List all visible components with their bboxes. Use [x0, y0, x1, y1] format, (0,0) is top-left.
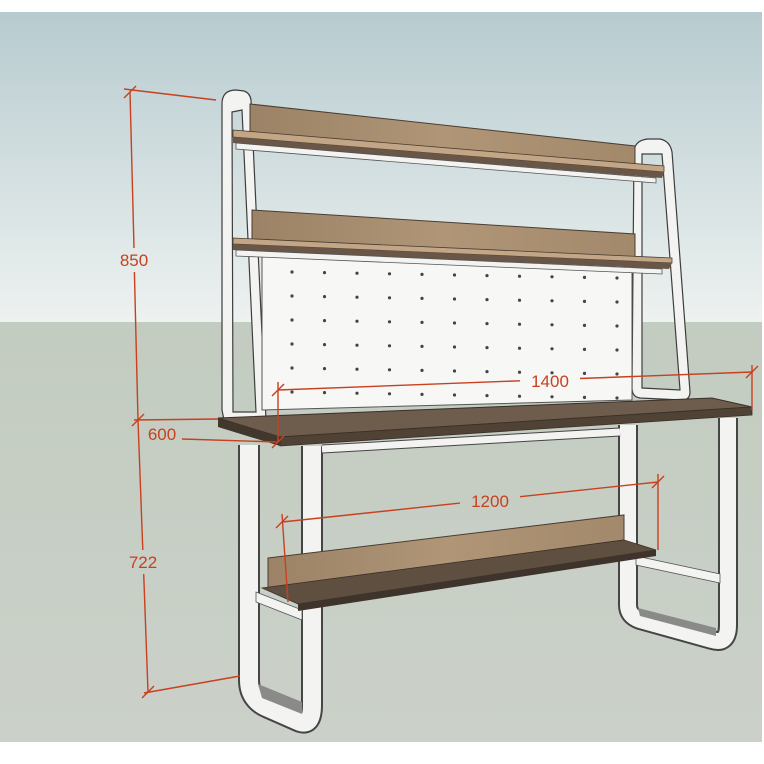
desktop-side-edge	[218, 418, 280, 446]
pegboard-hole	[485, 394, 489, 398]
pegboard-hole	[517, 274, 522, 278]
dimension-lines	[123, 85, 759, 699]
pegboard-hole	[615, 348, 619, 352]
pegboard-hole	[452, 297, 457, 301]
pegboard-hole	[290, 366, 294, 370]
pegboard-hole	[420, 344, 424, 348]
pegboard-hole	[387, 368, 392, 372]
dimension-722-lines	[137, 419, 241, 699]
pegboard-hole	[452, 321, 457, 325]
pegboard-hole	[550, 275, 554, 279]
dimension-1200-lines	[275, 474, 665, 603]
pegboard-hole	[615, 372, 619, 376]
desktop	[217, 397, 753, 447]
pegboard-hole	[420, 296, 424, 300]
pegboard-hole	[387, 392, 392, 396]
pegboard-hole	[517, 298, 522, 302]
pegboard-hole	[322, 343, 327, 347]
pegboard-hole	[582, 347, 587, 351]
pegboard-hole	[387, 320, 392, 324]
pegboard-hole	[355, 391, 359, 395]
pegboard-hole	[322, 271, 327, 275]
pegboard-hole	[550, 299, 554, 303]
lower-shelf-edge	[298, 550, 656, 611]
pegboard-hole	[517, 370, 522, 374]
leg-frame-right	[618, 418, 738, 651]
pegboard-hole	[290, 294, 294, 298]
pegboard-hole	[550, 371, 554, 375]
pegboard-holes	[290, 270, 619, 400]
dimension-label-desk-height: 722	[129, 553, 157, 572]
pegboard-hole	[290, 390, 294, 394]
pegboard-hole	[517, 394, 522, 398]
middle-shelf-rail	[235, 249, 663, 275]
pegboard-hole	[290, 318, 294, 322]
pegboard-hole	[355, 367, 359, 371]
pegboard-hole	[420, 368, 424, 372]
pegboard-hole	[452, 393, 457, 397]
pegboard-hole	[387, 296, 392, 300]
hutch-top-shelf	[232, 103, 665, 184]
leg-right-foot-shadow	[638, 608, 716, 636]
pegboard-hole	[485, 370, 489, 374]
pegboard-hole	[615, 396, 619, 400]
pegboard-hole	[452, 345, 457, 349]
pegboard-hole	[452, 273, 457, 277]
hutch-middle-shelf	[232, 209, 673, 275]
pegboard-hole	[322, 319, 327, 323]
pegboard-hole	[582, 395, 587, 399]
middle-shelf-edge	[233, 244, 672, 269]
pegboard-hole	[582, 323, 587, 327]
pegboard-hole	[322, 391, 327, 395]
pegboard-hole	[387, 272, 392, 276]
pegboard-hole	[615, 300, 619, 304]
leg-left-side-bar	[255, 591, 303, 621]
pegboard-hole	[582, 299, 587, 303]
dimension-1400-lines	[271, 365, 759, 442]
pegboard-hole	[420, 272, 424, 276]
dimension-label-desk-width: 1400	[531, 372, 569, 391]
leg-frame-left	[238, 445, 323, 734]
pegboard-hole	[420, 320, 424, 324]
lower-shelf	[260, 514, 657, 611]
dimension-label-hutch-height: 850	[120, 251, 148, 270]
pegboard-hole	[355, 295, 359, 299]
pegboard-hole	[485, 298, 489, 302]
pegboard-hole	[355, 319, 359, 323]
pegboard-hole	[485, 346, 489, 350]
pegboard-hole	[322, 295, 327, 299]
pegboard	[261, 255, 633, 411]
pegboard-hole	[355, 343, 359, 347]
pegboard-hole	[615, 276, 619, 280]
pegboard-hole	[420, 392, 424, 396]
pegboard-hole	[387, 344, 392, 348]
pegboard-hole	[355, 271, 359, 275]
pegboard-hole	[582, 371, 587, 375]
top-shelf-edge	[233, 137, 664, 178]
pegboard-hole	[550, 395, 554, 399]
pegboard-hole	[485, 274, 489, 278]
dimension-label-shelf-width: 1200	[471, 492, 509, 511]
pegboard-hole	[485, 322, 489, 326]
pegboard-hole	[615, 324, 619, 328]
pegboard-hole	[517, 346, 522, 350]
pegboard-hole	[582, 275, 587, 279]
pegboard-hole	[550, 323, 554, 327]
pegboard-hole	[550, 347, 554, 351]
dimension-label-depth: 600	[148, 425, 176, 444]
pegboard-hole	[517, 322, 522, 326]
dimension-labels: 850 600 722 1400 1200	[120, 251, 569, 572]
pegboard-hole	[290, 270, 294, 274]
pegboard-hole	[322, 367, 327, 371]
leg-left-foot-shadow	[258, 684, 302, 714]
hutch-frame-right	[631, 138, 691, 401]
leg-right-side-bar	[635, 555, 721, 584]
top-shelf-rail	[235, 142, 657, 184]
hutch-frame-left	[221, 89, 267, 421]
desk-crossbar	[321, 427, 621, 454]
pegboard-hole	[452, 369, 457, 373]
pegboard-hole	[290, 342, 294, 346]
